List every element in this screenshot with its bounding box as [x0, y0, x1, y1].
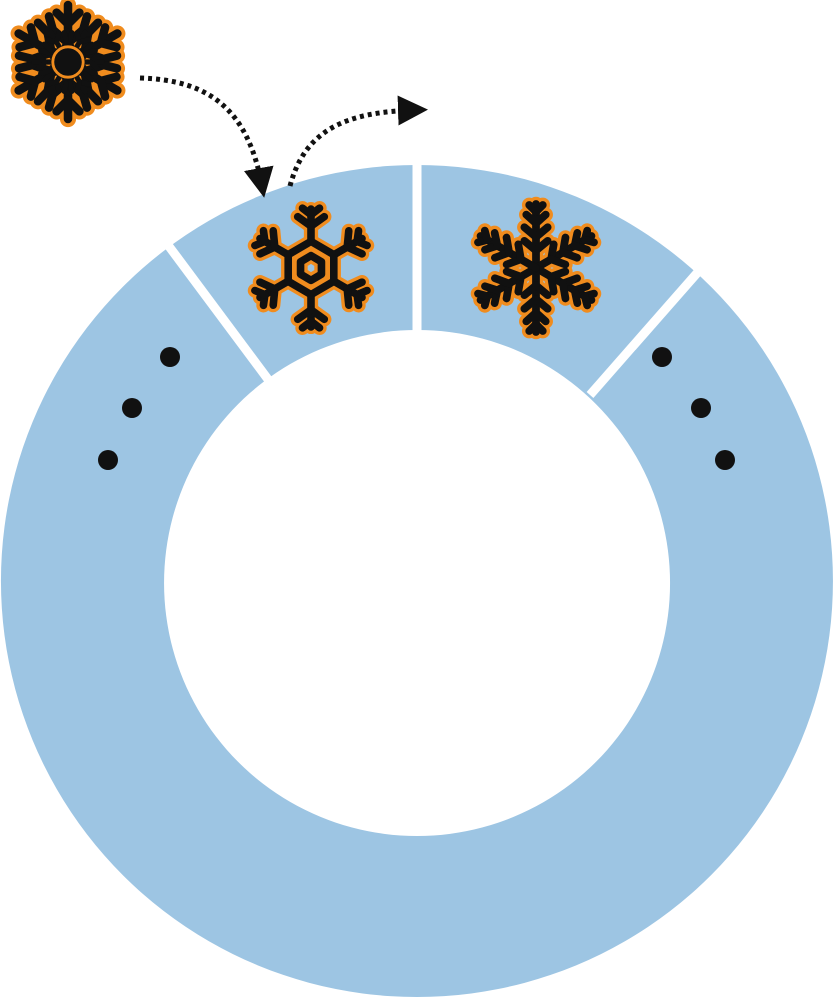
ellipsis-dot	[122, 398, 142, 418]
divider-left	[164, 242, 274, 385]
ellipsis-dot	[715, 450, 735, 470]
ring-buffer	[0, 165, 833, 998]
ellipsis-dot	[691, 398, 711, 418]
snowflake-icon	[9, 5, 127, 119]
ellipsis-left	[98, 347, 180, 470]
ellipsis-dot	[652, 347, 672, 367]
ellipsis-right	[652, 347, 735, 470]
curved-dotted-arrow-out	[287, 95, 428, 187]
divider-right	[586, 269, 702, 398]
ellipsis-dot	[98, 450, 118, 470]
slot-dividers	[164, 160, 702, 398]
ellipsis-dot	[160, 347, 180, 367]
curved-dotted-arrow-in	[139, 75, 274, 198]
